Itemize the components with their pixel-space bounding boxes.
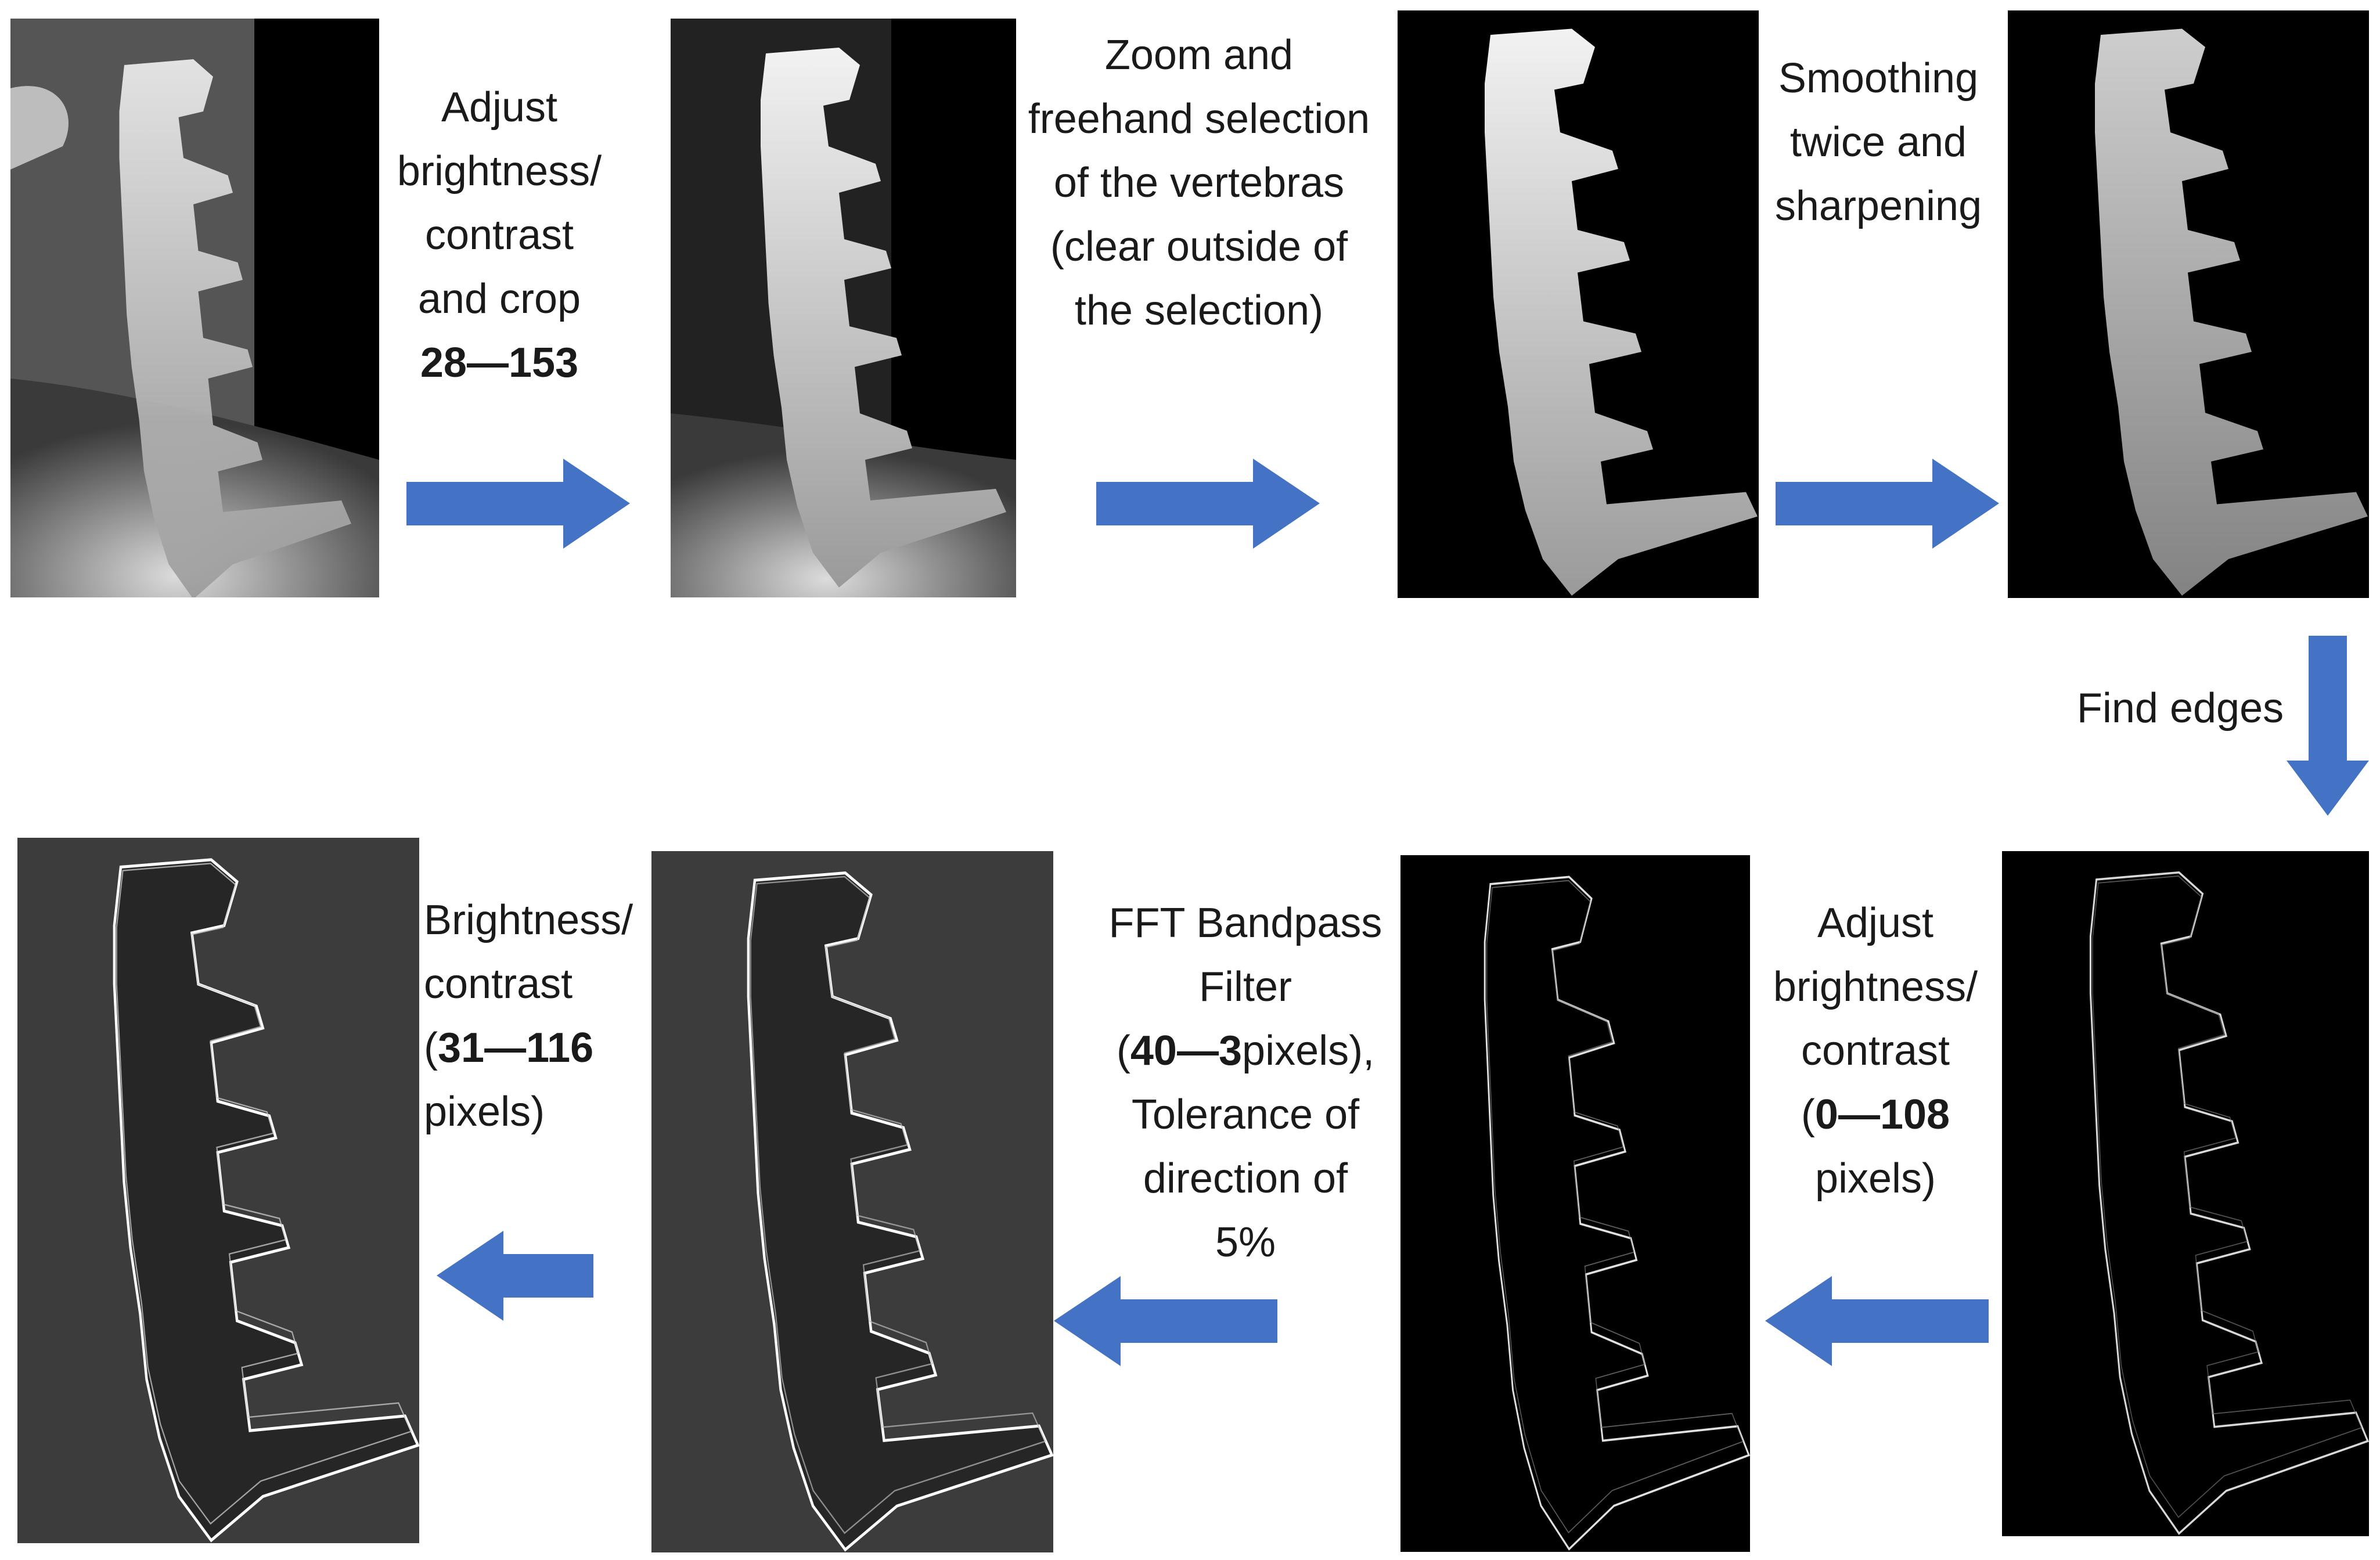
edges-adjusted-panel [1400,855,1750,1552]
xray-selected-panel [1398,10,1759,598]
arrow-left-icon [437,1231,593,1321]
arrow-right-2 [1096,459,1320,549]
label-fft: FFT Bandpass Filter (40—3pixels), Tolera… [1108,900,1382,1266]
label-adjust-crop: Adjust brightness/ contrast and crop 28—… [397,84,602,386]
label-smoothing: Smoothing twice and sharpening [1774,55,1982,229]
edges-found-icon [2002,851,2369,1536]
xray-original-panel [10,19,379,597]
arrow-left-icon [1765,1276,1989,1366]
xray-selected-icon [1398,10,1759,598]
range-value: 0—108 [1814,1091,1950,1138]
xray-smoothed-icon [2008,10,2369,598]
xray-original-icon [10,19,379,597]
arrow-left-3 [437,1231,593,1321]
arrow-right-1 [406,459,630,549]
label-brightness: Brightness/ contrast (31—116 pixels) [424,897,633,1135]
xray-cropped-icon [671,19,1016,597]
xray-cropped-panel [671,19,1016,597]
edges-fft-panel [651,851,1053,1552]
edges-final-panel [17,838,419,1543]
arrow-right-icon [1776,459,1999,549]
arrow-left-2 [1054,1276,1277,1366]
label-find-edges: Find edges [2076,685,2284,732]
edges-adjusted-icon [1400,855,1750,1552]
edges-found-panel [2002,851,2369,1536]
range-value: 40—3 [1130,1028,1243,1074]
xray-smoothed-panel [2008,10,2369,598]
arrow-left-icon [1054,1276,1277,1366]
edges-final-icon [17,838,419,1543]
arrow-left-1 [1765,1276,1989,1366]
label-adjust-bc: Adjust brightness/ contrast (0—108 pixel… [1773,900,1978,1202]
edges-fft-icon [651,851,1053,1552]
label-zoom-select: Zoom and freehand selection of the verte… [1028,32,1370,334]
arrow-down [2287,636,2369,816]
arrow-right-icon [406,459,630,549]
arrow-down-icon [2287,636,2369,816]
range-value: 28—153 [420,340,579,386]
arrow-right-3 [1776,459,1999,549]
arrow-right-icon [1096,459,1320,549]
range-value: 31—116 [437,1025,594,1071]
